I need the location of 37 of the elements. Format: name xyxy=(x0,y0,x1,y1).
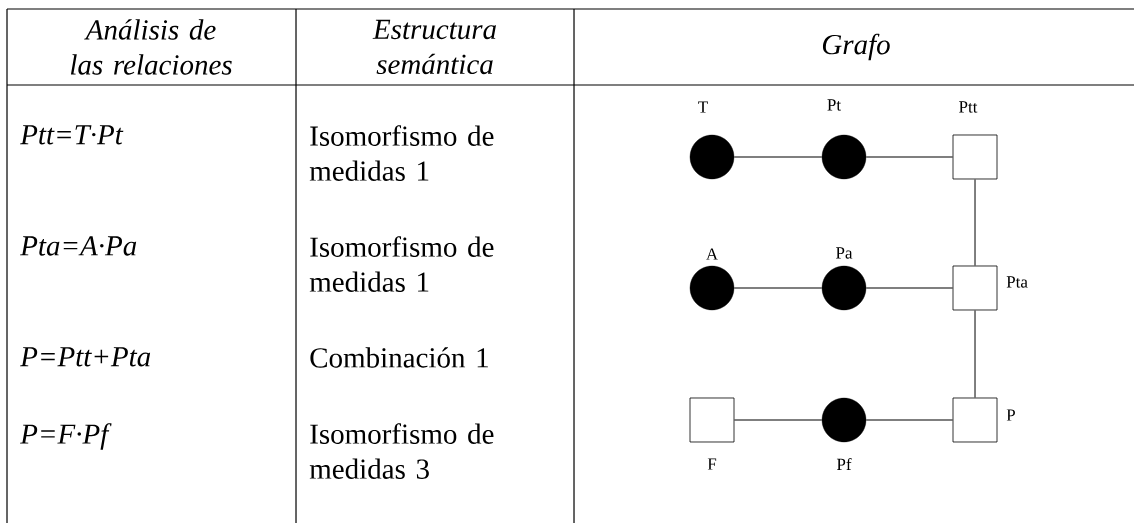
circle-node xyxy=(689,265,735,311)
node-label: Pf xyxy=(836,458,852,470)
cell-text: Combinación 1 xyxy=(310,347,488,368)
node-label: T xyxy=(698,101,708,113)
connector-line xyxy=(733,156,823,158)
circle-node xyxy=(821,134,867,180)
connector-line xyxy=(865,156,954,158)
header-cell: Análisis de las relaciones xyxy=(70,19,232,75)
circle-node xyxy=(689,134,735,180)
node-label: Pt xyxy=(827,99,841,111)
node-label: P xyxy=(1006,409,1015,421)
connector-line xyxy=(865,419,954,421)
square-node xyxy=(952,134,998,180)
formula-text: Ptt=T·Pt xyxy=(20,125,124,145)
formula-text: P=F·Pf xyxy=(20,423,112,450)
node-label: Ptt xyxy=(959,101,978,113)
node-label: A xyxy=(706,248,719,260)
cell-text: Isomorfismo de medidas 3 xyxy=(309,423,494,479)
formula-text: Pta=A·Pa xyxy=(20,236,137,256)
connector-line xyxy=(974,178,976,267)
connector-line xyxy=(733,287,823,289)
node-label: Pta xyxy=(1006,276,1028,288)
formula-text: P=Ptt+Pta xyxy=(20,347,151,367)
node-label: F xyxy=(707,458,717,470)
connector-line xyxy=(974,309,976,399)
square-node xyxy=(952,265,998,311)
square-node xyxy=(952,397,998,443)
circle-node xyxy=(821,265,867,311)
header-cell: Grafo xyxy=(822,33,890,61)
circle-node xyxy=(821,397,867,443)
square-node xyxy=(689,397,735,443)
header-cell: Estructura semántica xyxy=(372,19,496,75)
cell-text: Isomorfismo de medidas 1 xyxy=(309,125,494,181)
cell-text: Isomorfismo de medidas 1 xyxy=(309,236,494,292)
connector-line xyxy=(865,287,954,289)
connector-line xyxy=(733,419,823,421)
node-label: Pa xyxy=(836,247,853,259)
